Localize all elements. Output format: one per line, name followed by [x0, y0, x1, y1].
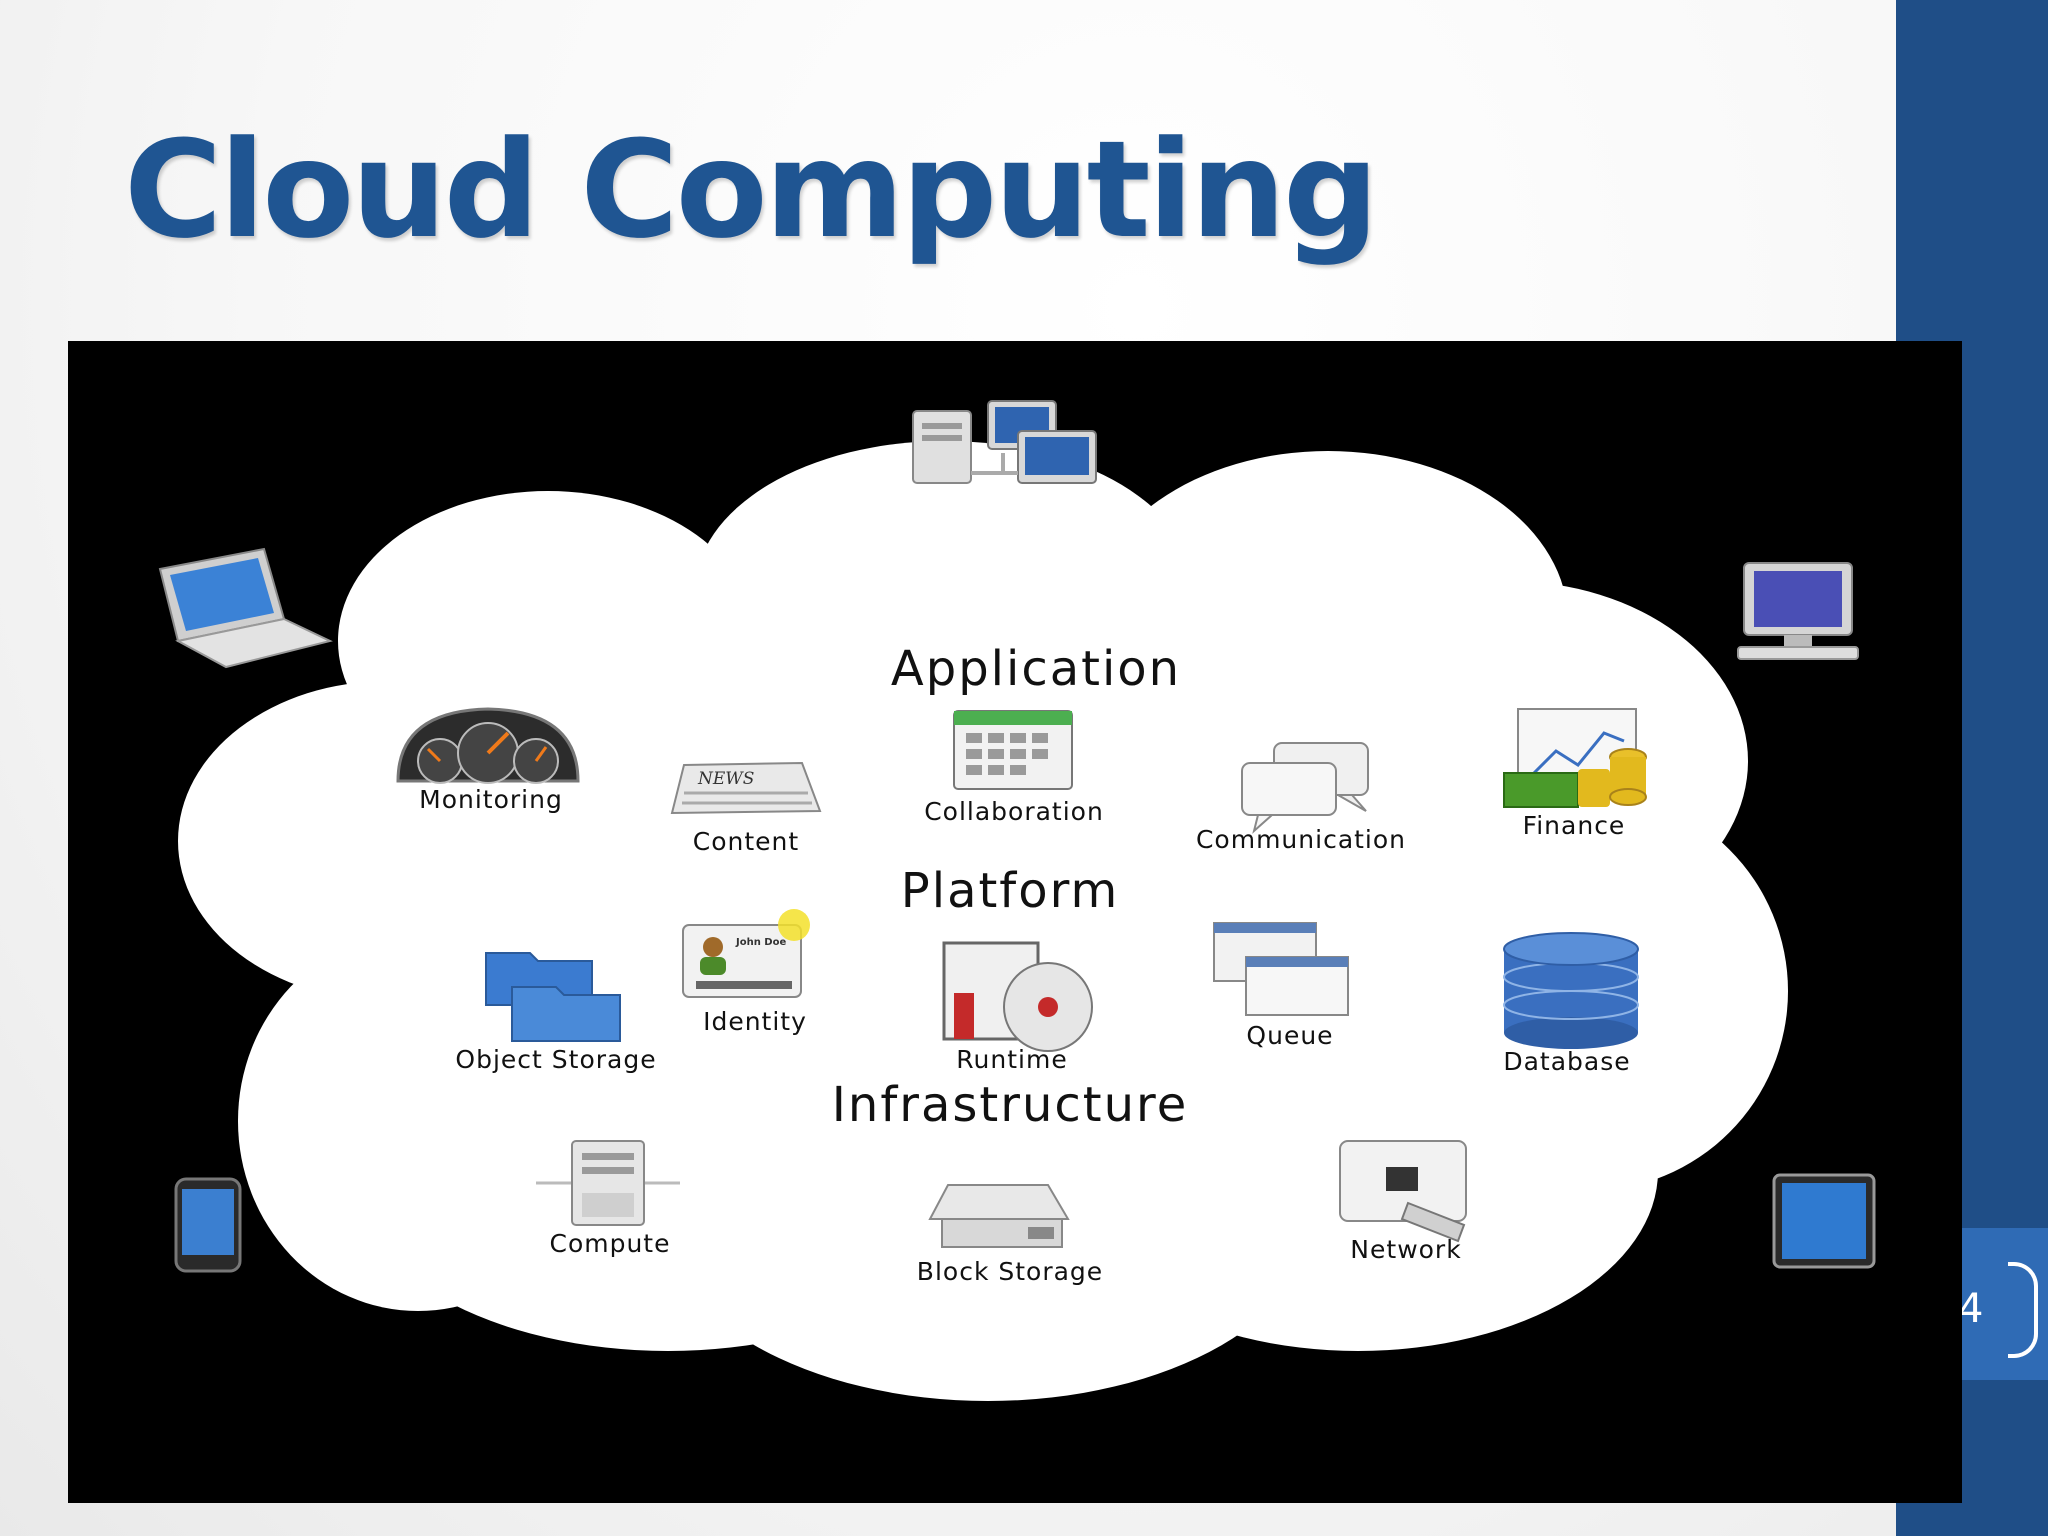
- component-label-network: Network: [1350, 1235, 1462, 1264]
- content-icon: NEWS: [670, 761, 822, 815]
- finance-icon: [1503, 708, 1647, 808]
- component-label-runtime: Runtime: [956, 1045, 1068, 1074]
- component-label-object-storage: Object Storage: [455, 1045, 657, 1074]
- communication-icon: [1241, 742, 1369, 834]
- page-number-tab: [1960, 1228, 2048, 1380]
- queue-icon: [1213, 922, 1349, 1016]
- runtime-icon: [942, 941, 1093, 1052]
- monitoring-icon: [396, 707, 580, 784]
- component-label-finance: Finance: [1522, 811, 1626, 840]
- cloud-computing-diagram: NEWS: [68, 341, 1962, 1503]
- desktop-monitor-icon: [1737, 562, 1859, 660]
- tablet-icon: [1772, 1173, 1876, 1269]
- server-workstations-icon: [912, 400, 1097, 484]
- compute-icon: [536, 1140, 680, 1226]
- component-label-monitoring: Monitoring: [419, 785, 563, 814]
- component-label-database: Database: [1503, 1047, 1631, 1076]
- layer-label-infrastructure: Infrastructure: [831, 1077, 1189, 1133]
- laptop-icon: [158, 547, 333, 669]
- page-number: 4: [1958, 1286, 1984, 1332]
- id-name-text: John Doe: [735, 937, 786, 948]
- component-label-compute: Compute: [549, 1229, 671, 1258]
- collaboration-icon: [953, 710, 1073, 790]
- page-number-bracket: [2008, 1262, 2038, 1358]
- object-storage-icon: [485, 952, 621, 1042]
- layer-label-platform: Platform: [900, 863, 1120, 919]
- smartphone-icon: [174, 1177, 242, 1273]
- component-label-collaboration: Collaboration: [924, 797, 1104, 826]
- component-label-content: Content: [692, 827, 800, 856]
- layer-label-application: Application: [890, 641, 1182, 697]
- component-label-identity: Identity: [703, 1007, 807, 1036]
- component-label-communication: Communication: [1195, 825, 1407, 854]
- slide-title: Cloud Computing: [124, 112, 1379, 268]
- block-storage-icon: [928, 1184, 1070, 1248]
- identity-icon: John Doe: [682, 909, 810, 998]
- component-label-block-storage: Block Storage: [916, 1257, 1104, 1286]
- network-icon: [1339, 1140, 1467, 1243]
- component-label-queue: Queue: [1246, 1021, 1334, 1050]
- cloud-shape: [178, 441, 1788, 1401]
- news-icon-text: NEWS: [697, 769, 754, 789]
- database-icon: [1503, 932, 1639, 1049]
